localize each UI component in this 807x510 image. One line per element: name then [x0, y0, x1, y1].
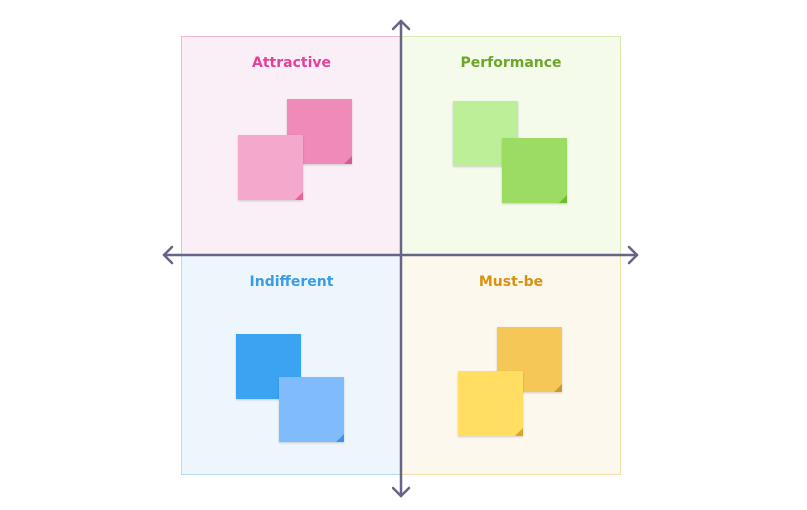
- arrow-right-icon: [627, 245, 639, 265]
- note-fold: [515, 428, 523, 436]
- note-fold: [344, 156, 352, 164]
- arrow-up-icon: [391, 19, 411, 31]
- quadrant-title: Indifferent: [249, 274, 334, 290]
- note-fold: [336, 434, 344, 442]
- arrow-left-icon: [162, 245, 174, 265]
- note-fold: [295, 192, 303, 200]
- sticky-note[interactable]: [458, 371, 523, 436]
- sticky-note[interactable]: [502, 138, 567, 203]
- sticky-note[interactable]: [279, 377, 344, 442]
- arrow-down-icon: [391, 486, 411, 498]
- quadrant-title: Attractive: [252, 55, 331, 71]
- quadrant-title: Performance: [460, 55, 562, 71]
- note-fold: [554, 384, 562, 392]
- sticky-note[interactable]: [497, 327, 562, 392]
- sticky-note[interactable]: [238, 135, 303, 200]
- quadrant-title: Must-be: [478, 274, 544, 290]
- note-fold: [559, 195, 567, 203]
